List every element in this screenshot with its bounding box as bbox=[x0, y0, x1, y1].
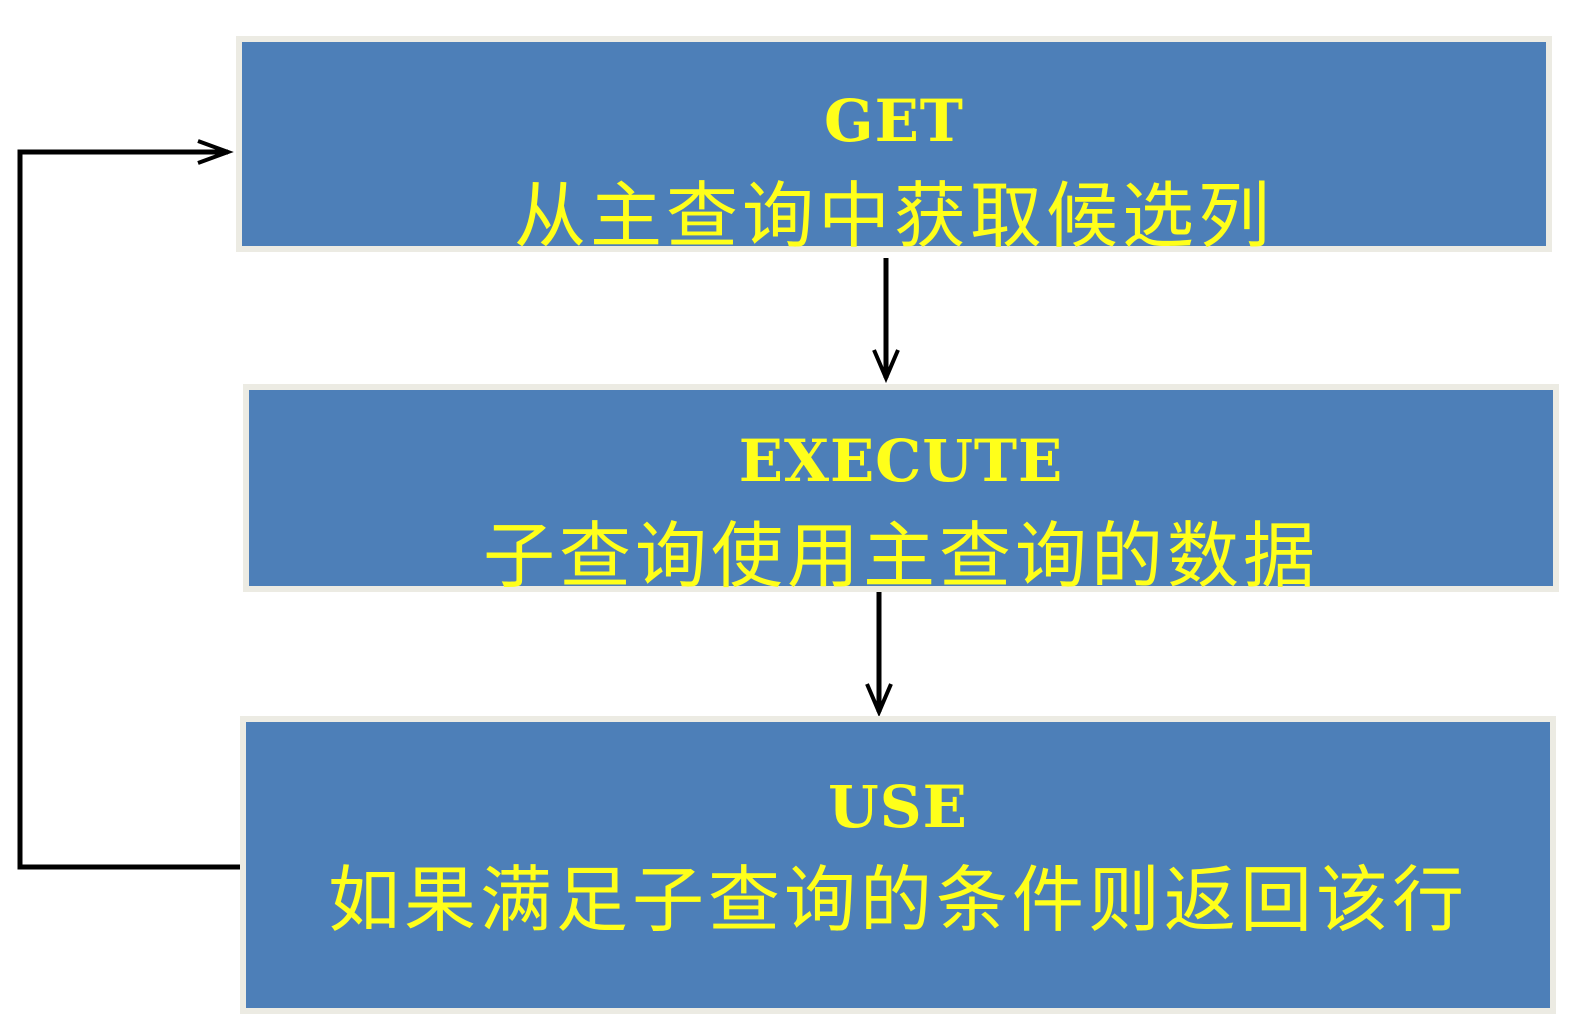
step-description: 如果满足子查询的条件则返回该行 bbox=[327, 858, 1468, 942]
step-title: USE bbox=[828, 773, 968, 841]
arrow-execute-to-use bbox=[865, 592, 893, 718]
arrow-get-to-execute bbox=[872, 258, 900, 384]
step-description: 子查询使用主查询的数据 bbox=[482, 514, 1319, 598]
step-title: EXECUTE bbox=[738, 427, 1064, 495]
step-get-box: GET 从主查询中获取候选列 bbox=[236, 36, 1552, 252]
step-description: 从主查询中获取候选列 bbox=[513, 174, 1274, 258]
arrow-use-to-get-loop bbox=[17, 139, 240, 870]
step-title: GET bbox=[824, 87, 964, 155]
step-execute-box: EXECUTE 子查询使用主查询的数据 bbox=[243, 384, 1559, 592]
step-use-box: USE 如果满足子查询的条件则返回该行 bbox=[240, 716, 1556, 1014]
